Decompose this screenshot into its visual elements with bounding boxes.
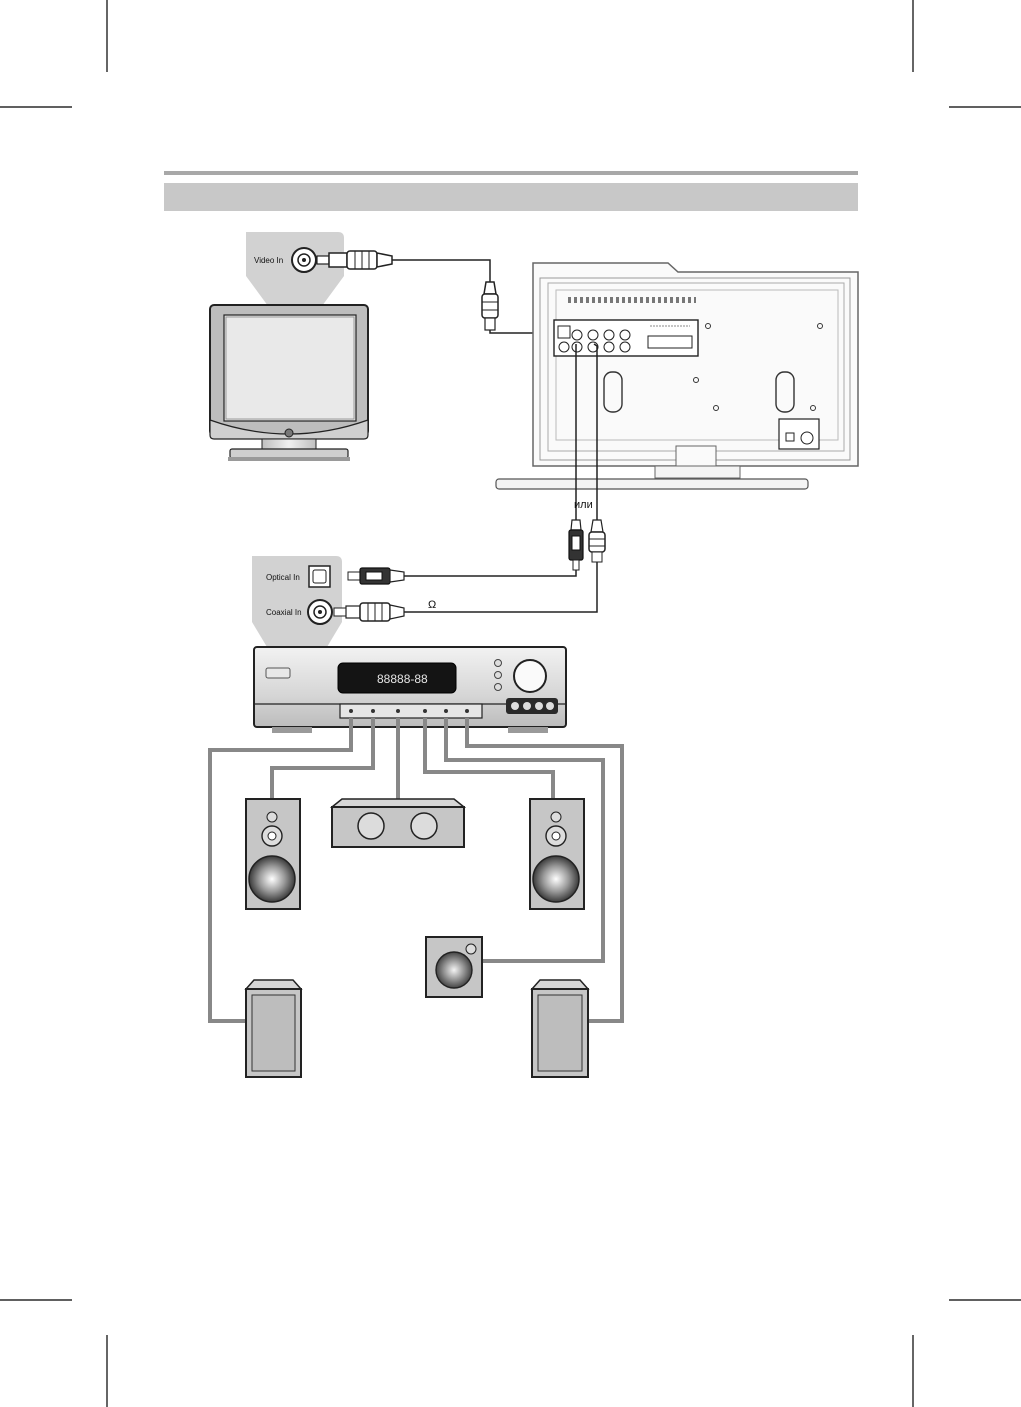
audio-in-callout: Optical In Coaxial In [252, 556, 342, 652]
center-speaker-icon [332, 799, 464, 847]
rca-plug-icon [317, 251, 392, 269]
header-banner [164, 183, 858, 211]
or-label: или [574, 499, 593, 511]
front-right-speaker-icon [530, 799, 584, 909]
front-left-speaker-icon [246, 799, 300, 909]
video-in-label: Video In [254, 256, 283, 265]
header-rule [164, 171, 858, 175]
coaxial-in-label: Coaxial In [266, 608, 302, 617]
rca-plug-icon [334, 603, 404, 621]
ohm-symbol: Ω [428, 599, 436, 611]
rear-right-speaker-icon [532, 980, 588, 1077]
optical-plug-icon [348, 568, 404, 584]
coaxial-jack-icon [308, 600, 332, 624]
player-rear-panel [496, 263, 858, 489]
volume-knob-icon [514, 660, 546, 692]
av-receiver-icon: 88888-88 [254, 647, 566, 733]
optical-jack-icon [309, 566, 330, 587]
video-in-callout: Video In [246, 232, 344, 306]
rca-plug-icon [589, 520, 605, 562]
rca-plug-icon [482, 282, 498, 330]
optical-in-label: Optical In [266, 573, 300, 582]
tv-icon [210, 305, 368, 461]
receiver-display: 88888-88 [377, 672, 428, 686]
rear-left-speaker-icon [246, 980, 301, 1077]
optical-plug-icon [569, 520, 583, 570]
subwoofer-icon [426, 937, 482, 997]
